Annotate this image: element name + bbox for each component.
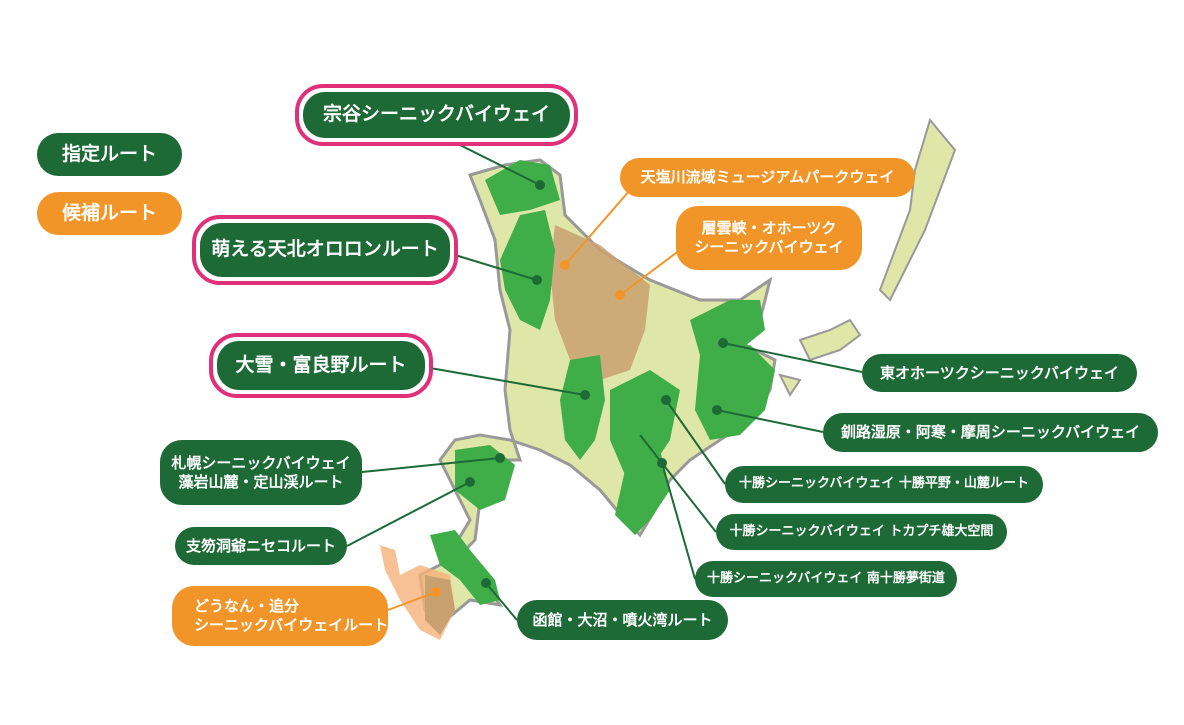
route-shikotsu[interactable]: 支笏洞爺ニセコルート bbox=[175, 527, 347, 565]
route-kushiro[interactable]: 釧路湿原・阿寒・摩周シーニックバイウェイ bbox=[823, 413, 1158, 452]
route-teshio[interactable]: 天塩川流域ミュージアムパークウェイ bbox=[620, 158, 915, 197]
route-sounkyo-line1: 層雲峡・オホーツク bbox=[701, 219, 837, 238]
route-tokachi-heiya[interactable]: 十勝シーニックバイウェイ 十勝平野・山麓ルート bbox=[725, 466, 1043, 503]
legend-candidate: 候補ルート bbox=[37, 192, 182, 235]
route-dounan[interactable]: どうなん・追分 シーニックバイウェイルート bbox=[172, 586, 388, 646]
route-hakodate[interactable]: 函館・大沼・噴火湾ルート bbox=[517, 600, 728, 640]
kuril-small-islands bbox=[778, 318, 862, 397]
route-sounkyo-line2: シーニックバイウェイ bbox=[694, 238, 844, 256]
route-taisetsu-furano[interactable]: 大雪・富良野ルート bbox=[217, 341, 425, 390]
legend-designated: 指定ルート bbox=[37, 133, 182, 176]
candidate-area-teshio-sounkyo bbox=[550, 225, 650, 380]
highlight-taisetsu: 大雪・富良野ルート bbox=[209, 333, 433, 398]
route-dounan-line1: どうなん・追分 bbox=[194, 597, 300, 616]
route-dounan-line2: シーニックバイウェイルート bbox=[194, 616, 389, 634]
highlight-soya: 宗谷シーニックバイウェイ bbox=[295, 84, 578, 146]
route-sapporo[interactable]: 札幌シーニックバイウェイ 藻岩山麓・定山渓ルート bbox=[160, 440, 362, 505]
route-sapporo-line2: 藻岩山麓・定山渓ルート bbox=[178, 472, 344, 491]
route-tokachi-tokapuchi[interactable]: 十勝シーニックバイウェイ トカプチ雄大空間 bbox=[716, 514, 1007, 550]
route-moeru-tenpoku[interactable]: 萌える天北オロロンルート bbox=[200, 223, 450, 277]
route-soya[interactable]: 宗谷シーニックバイウェイ bbox=[303, 92, 570, 138]
route-higashi-okhotsk[interactable]: 東オホーツクシーニックバイウェイ bbox=[862, 354, 1137, 392]
highlight-moeru: 萌える天北オロロンルート bbox=[192, 215, 458, 285]
route-sapporo-line1: 札幌シーニックバイウェイ bbox=[171, 453, 351, 472]
kuril-islands bbox=[878, 117, 957, 302]
route-tokachi-minami[interactable]: 十勝シーニックバイウェイ 南十勝夢街道 bbox=[695, 561, 957, 597]
leader-lines bbox=[346, 139, 863, 621]
route-sounkyo[interactable]: 層雲峡・オホーツク シーニックバイウェイ bbox=[676, 206, 862, 270]
candidate-leader-lines bbox=[387, 189, 681, 611]
